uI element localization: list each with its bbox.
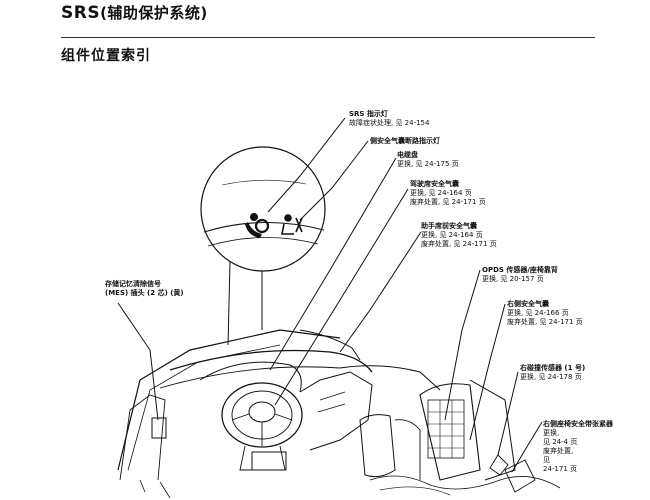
callout-line: 24-171 页 [543, 465, 613, 474]
callout-line: 废弃处置, [543, 447, 613, 456]
callout-line: 废弃处置, 见 24-171 页 [507, 318, 583, 327]
callout-name: 电缆盘 [397, 151, 459, 160]
callout-line: 见 [543, 456, 613, 465]
callout-name: 右侧安全气囊 [507, 300, 583, 309]
callout-line: 废弃处置, 见 24-171 页 [421, 240, 497, 249]
callout-name: 右碰撞传感器 (1 号) [520, 364, 585, 373]
callout-name: 助手席前安全气囊 [421, 222, 497, 231]
mes-connector [152, 418, 166, 438]
control-unit [252, 452, 286, 470]
callout-line: 更换, 见 24-178 页 [520, 373, 585, 382]
callout-name: SRS 指示灯 [349, 110, 429, 119]
callout-line: 更换, 见 20-157 页 [482, 275, 558, 284]
callout-right-side-airbag: 右侧安全气囊 更换, 见 24-166 页 废弃处置, 见 24-171 页 [507, 300, 583, 327]
callout-srs-indicator: SRS 指示灯 故障症状处理, 见 24-154 [349, 110, 429, 128]
callout-passenger-airbag: 助手席前安全气囊 更换, 见 24-164 页 废弃处置, 见 24-171 页 [421, 222, 497, 249]
passenger-seat [360, 415, 395, 477]
callout-line: 更换, 见 24-164 页 [410, 189, 486, 198]
callout-mes-connector: 存储记忆清除信号 (MES) 插头 (2 芯) (黄) [105, 280, 184, 298]
callout-name: 驾驶席安全气囊 [410, 180, 486, 189]
callout-line: 更换, 见 24-166 页 [507, 309, 583, 318]
callout-name: OPDS 传感器/座椅靠背 [482, 266, 558, 275]
callout-cable-reel: 电缆盘 更换, 见 24-175 页 [397, 151, 459, 169]
srs-indicator-icon [245, 213, 268, 238]
callout-name: 右侧座椅安全带张紧器 [543, 420, 613, 429]
callout-opds-sensor: OPDS 传感器/座椅靠背 更换, 见 20-157 页 [482, 266, 558, 284]
callout-name: 侧安全气囊断路指示灯 [370, 137, 440, 146]
callout-right-seatbelt-tensioner: 右侧座椅安全带张紧器 更换, 见 24-4 页 废弃处置, 见 24-171 页 [543, 420, 613, 474]
callout-line: 废弃处置, 见 24-171 页 [410, 198, 486, 207]
indicator-inset-circle [201, 147, 325, 271]
callout-line: (MES) 插头 (2 芯) (黄) [105, 289, 184, 298]
callout-side-airbag-cutoff: 侧安全气囊断路指示灯 [370, 137, 440, 146]
callout-right-impact-sensor: 右碰撞传感器 (1 号) 更换, 见 24-178 页 [520, 364, 585, 382]
side-airbag-off-icon [282, 215, 302, 234]
right-seat [420, 384, 480, 480]
callout-driver-airbag: 驾驶席安全气囊 更换, 见 24-164 页 废弃处置, 见 24-171 页 [410, 180, 486, 207]
callout-line: 见 24-4 页 [543, 438, 613, 447]
callout-line: 更换, 见 24-175 页 [397, 160, 459, 169]
callout-line: 更换, 见 24-164 页 [421, 231, 497, 240]
callout-line: 更换, [543, 429, 613, 438]
callout-name: 存储记忆清除信号 [105, 280, 184, 289]
callout-line: 故障症状处理, 见 24-154 [349, 119, 429, 128]
